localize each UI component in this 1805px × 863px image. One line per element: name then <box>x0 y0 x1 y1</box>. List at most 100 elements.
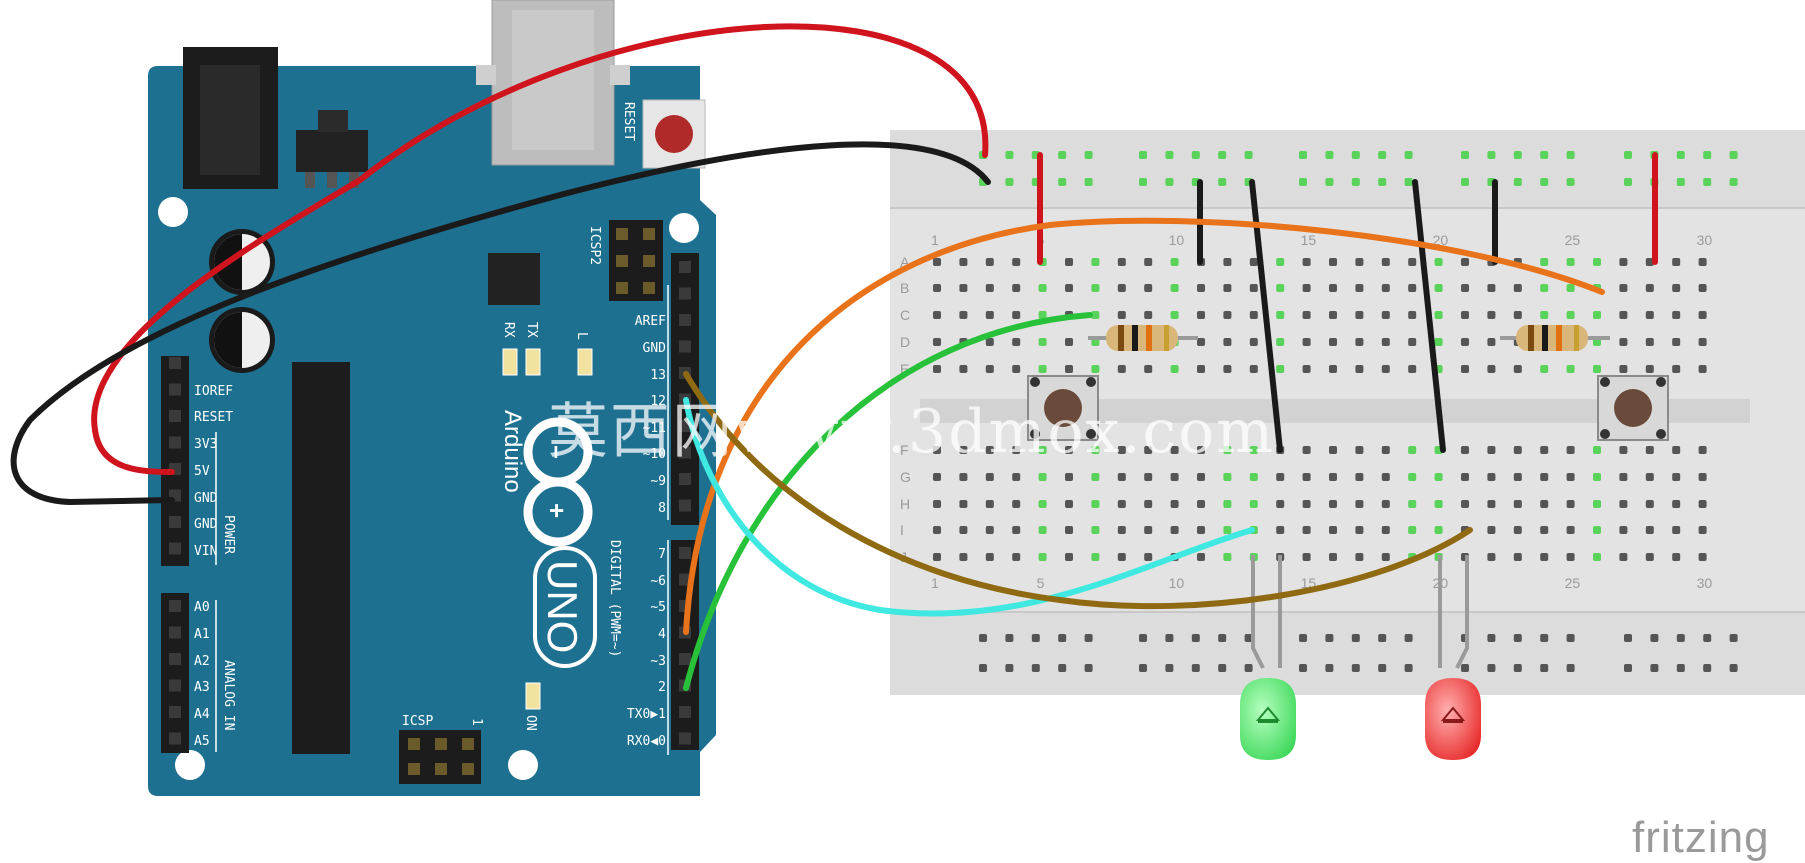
breadboard-hole <box>1223 258 1232 266</box>
header-pin[interactable] <box>169 542 181 555</box>
breadboard-hole <box>1329 553 1337 561</box>
header-pin[interactable] <box>679 499 691 512</box>
header-pin[interactable] <box>169 732 181 745</box>
rail-hole <box>1566 664 1575 672</box>
breadboard-hole <box>1065 338 1073 346</box>
uno-label: UNO <box>539 560 586 653</box>
header-pin[interactable] <box>169 383 181 396</box>
header-pin[interactable] <box>679 547 691 559</box>
breadboard-hole <box>1381 500 1390 508</box>
breadboard-hole <box>1038 553 1047 561</box>
breadboard-hole <box>1302 446 1311 454</box>
breadboard-hole <box>1065 446 1073 454</box>
rail-hole <box>1084 151 1093 159</box>
breadboard-hole <box>1461 338 1469 346</box>
breadboard-hole <box>1461 311 1469 319</box>
breadboard-hole <box>933 258 941 266</box>
rail-hole <box>1218 151 1227 159</box>
header-pin[interactable] <box>679 732 691 745</box>
header-pin[interactable] <box>169 357 181 369</box>
header-pin[interactable] <box>169 679 181 692</box>
breadboard-hole <box>1355 526 1364 534</box>
header-pin[interactable] <box>169 626 181 639</box>
header-pin[interactable] <box>169 600 181 612</box>
header-pin[interactable] <box>679 287 691 300</box>
rail-hole <box>1513 664 1522 672</box>
digital-pin-label: RX0◀0 <box>627 734 666 749</box>
breadboard-hole <box>1117 284 1126 292</box>
header-pin[interactable] <box>169 410 181 422</box>
column-number: 30 <box>1697 232 1713 248</box>
header-pin[interactable] <box>169 436 181 449</box>
analog-header <box>161 593 189 753</box>
row-letter: C <box>900 307 910 323</box>
breadboard-hole <box>1038 446 1047 454</box>
breadboard-hole <box>1276 311 1285 319</box>
breadboard-hole <box>1698 311 1707 319</box>
rail-hole <box>1139 151 1147 159</box>
breadboard-hole <box>1012 526 1021 534</box>
header-pin[interactable] <box>169 516 181 528</box>
breadboard-hole <box>1487 500 1496 508</box>
breadboard-hole <box>1672 258 1681 266</box>
breadboard-hole <box>1593 526 1601 534</box>
digital-pin-label: ~10 <box>643 447 666 462</box>
rail-hole <box>1031 664 1040 672</box>
rail-hole <box>1244 634 1253 642</box>
breadboard-hole <box>1593 365 1601 373</box>
breadboard-hole <box>1645 473 1654 481</box>
breadboard-hole <box>1144 473 1153 481</box>
breadboard-hole <box>1698 500 1707 508</box>
header-pin[interactable] <box>679 446 691 459</box>
breadboard-hole <box>1355 553 1364 561</box>
header-pin[interactable] <box>679 473 691 485</box>
breadboard-hole <box>1329 365 1337 373</box>
icsp-pin1-label: 1 <box>469 718 484 726</box>
rail-hole <box>1624 664 1632 672</box>
header-pin[interactable] <box>679 340 691 353</box>
breadboard-hole <box>959 526 968 534</box>
breadboard-hole <box>1672 365 1681 373</box>
pushbutton-1[interactable] <box>1027 375 1099 441</box>
digital-pin-label: ~9 <box>650 474 666 489</box>
header-pin[interactable] <box>169 653 181 665</box>
rail-hole <box>1650 634 1659 642</box>
breadboard-hole <box>985 258 994 266</box>
mounting-hole <box>669 213 699 243</box>
header-pin[interactable] <box>679 261 691 273</box>
breadboard-hole <box>1355 311 1364 319</box>
breadboard-hole <box>1144 284 1153 292</box>
header-pin[interactable] <box>679 706 691 718</box>
breadboard-hole <box>1513 284 1522 292</box>
breadboard-hole <box>1434 338 1443 346</box>
breadboard-hole <box>1223 284 1232 292</box>
header-pin[interactable] <box>679 653 691 665</box>
rail-hole <box>1566 151 1575 159</box>
header-pin[interactable] <box>169 706 181 718</box>
pushbutton-2[interactable] <box>1597 375 1669 441</box>
breadboard-hole <box>1329 526 1337 534</box>
digital-pin-label: TX0▶1 <box>627 707 666 722</box>
breadboard-hole <box>1698 473 1707 481</box>
breadboard-hole <box>1144 500 1153 508</box>
breadboard-hole <box>1698 446 1707 454</box>
breadboard-hole <box>1276 284 1285 292</box>
rail-hole <box>1404 178 1413 186</box>
power-pin-label: GND <box>194 491 218 506</box>
column-number: 25 <box>1565 575 1581 591</box>
rail-hole <box>1005 178 1014 186</box>
row-letter: H <box>900 496 910 512</box>
rail-hole <box>1540 151 1549 159</box>
breadboard-hole <box>1381 526 1390 534</box>
breadboard-hole <box>1540 258 1549 266</box>
column-number: 20 <box>1433 232 1449 248</box>
breadboard-hole <box>1012 338 1021 346</box>
header-pin[interactable] <box>679 314 691 326</box>
rail-hole <box>1624 151 1632 159</box>
breadboard-hole <box>1012 284 1021 292</box>
breadboard-hole <box>1197 526 1205 534</box>
breadboard-hole <box>1408 365 1417 373</box>
breadboard-hole <box>1144 365 1153 373</box>
breadboard-hole <box>1329 500 1337 508</box>
